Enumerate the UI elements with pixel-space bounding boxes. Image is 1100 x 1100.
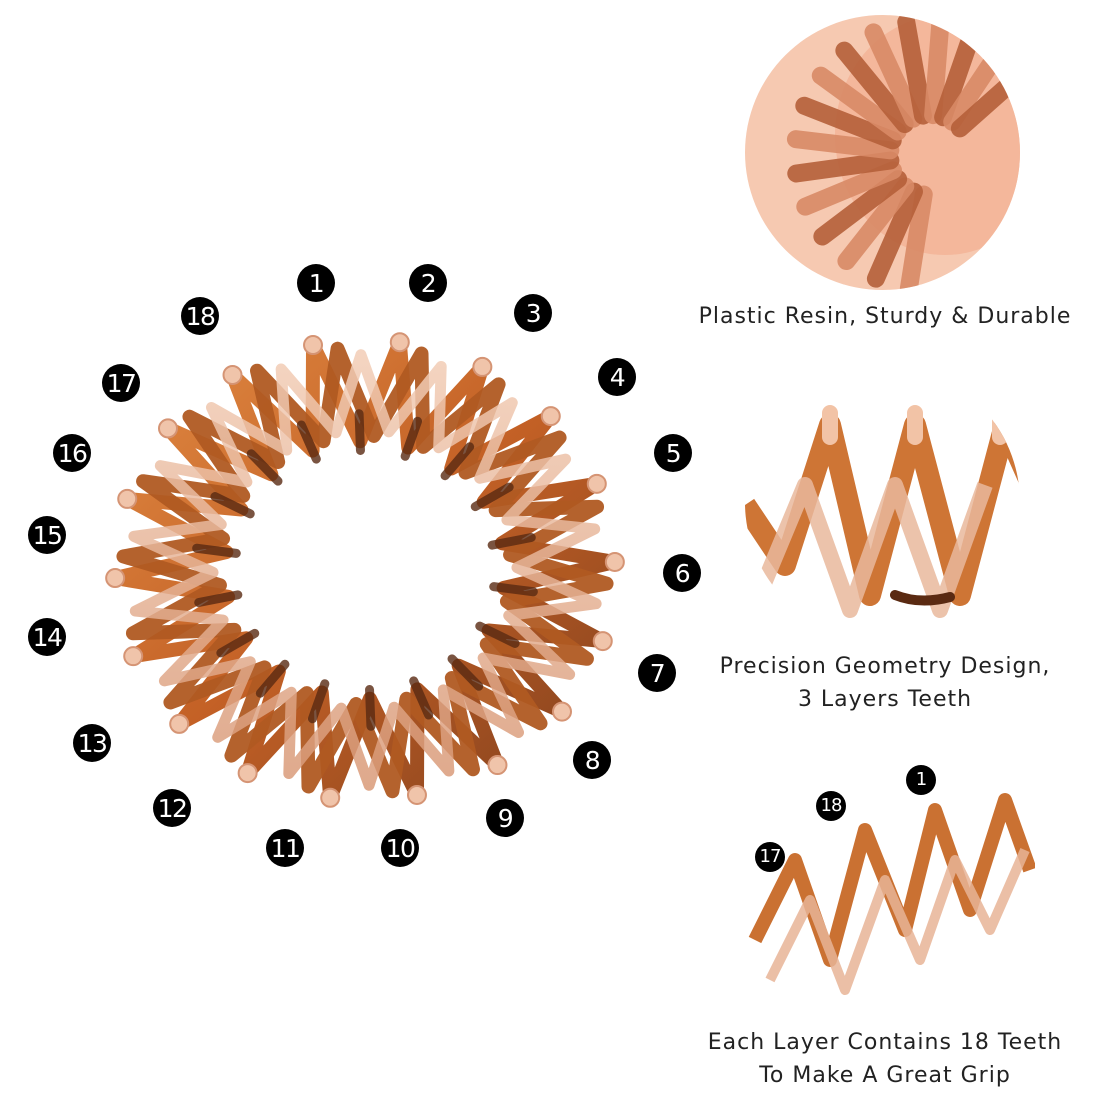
hair-band-illustration [105,332,625,808]
detail-badge-18: 18 [816,791,846,821]
tooth-badge-11: 11 [266,829,304,867]
detail-photo-resin [745,15,1020,290]
tooth-badge-10: 10 [381,829,419,867]
detail-badge-1: 1 [906,765,936,795]
caption-line: Plastic Resin, Sturdy & Durable [698,304,1072,329]
tooth-badge-14: 14 [28,618,66,656]
tooth-badge-5: 5 [654,434,692,472]
caption-line: To Make A Great Grip [759,1063,1011,1088]
detail-illustration-teeth [748,793,1035,995]
tooth-badge-9: 9 [486,799,524,837]
tooth-badge-15: 15 [28,516,66,554]
caption-line: Each Layer Contains 18 Teeth [707,1030,1063,1055]
caption-line: 3 Layers Teeth [797,687,973,712]
caption-teeth-count: Each Layer Contains 18 Teeth To Make A G… [690,1026,1080,1092]
tooth-badge-7: 7 [638,654,676,692]
detail-badge-17: 17 [755,842,785,872]
detail-photo-geometry [745,365,1020,640]
tooth-badge-17: 17 [102,364,140,402]
caption-line: Precision Geometry Design, [719,654,1051,679]
tooth-badge-13: 13 [73,724,111,762]
tooth-badge-16: 16 [53,434,91,472]
tooth-badge-6: 6 [663,554,701,592]
caption-resin: Plastic Resin, Sturdy & Durable [690,300,1080,333]
tooth-badge-12: 12 [153,789,191,827]
tooth-badge-1: 1 [297,264,335,302]
caption-geometry: Precision Geometry Design, 3 Layers Teet… [690,650,1080,716]
tooth-badge-2: 2 [409,264,447,302]
tooth-badge-4: 4 [598,358,636,396]
tooth-badge-3: 3 [514,294,552,332]
comb-ring [105,332,625,808]
tooth-badge-18: 18 [181,297,219,335]
tooth-badge-8: 8 [573,741,611,779]
